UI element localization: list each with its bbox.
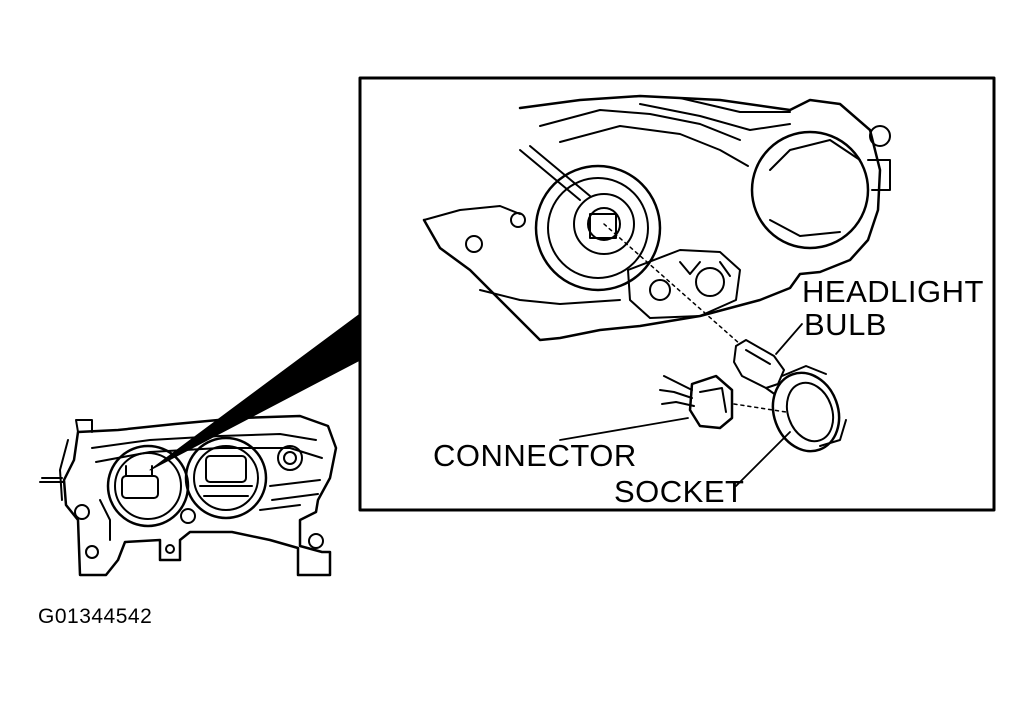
leader-line-socket [735,431,791,487]
figure-id: G01344542 [38,605,153,628]
headlight-bulb-label-line2: BULB [804,307,887,342]
detail-inset-frame [358,76,996,512]
headlight-assembly-overview [39,414,338,577]
leader-line-headlight-bulb [775,323,803,355]
headlight-bulb-label-line1: HEADLIGHT [802,274,984,309]
socket-label: SOCKET [614,474,745,509]
callout-pointer [149,313,361,471]
headlight-housing-rear-detail [422,94,891,342]
connector-label: CONNECTOR [433,438,637,473]
leader-line-connector [559,417,689,441]
